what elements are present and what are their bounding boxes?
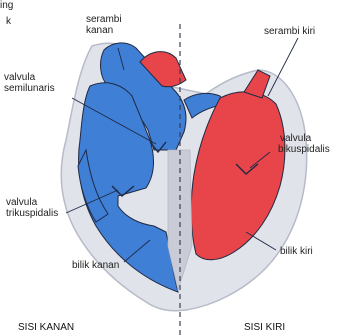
label-serambi-kiri: serambi kiri — [264, 26, 315, 37]
label-valvula-bikuspidalis-2: bikuspidalis — [278, 144, 330, 155]
label-serambi-kanan-2: kanan — [86, 25, 113, 36]
label-valvula-trikuspidalis-2: trikuspidalis — [6, 208, 58, 219]
label-valvula-semilunaris-1: valvula — [4, 72, 36, 83]
label-valvula-trikuspidalis-1: valvula — [6, 197, 38, 208]
side-label-left: SISI KIRI — [244, 322, 285, 333]
label-bilik-kiri: bilik kiri — [280, 246, 313, 257]
side-label-right: SISI KANAN — [18, 322, 74, 333]
label-valvula-bikuspidalis-1: valvula — [280, 133, 312, 144]
corner-text-2: k — [6, 16, 12, 27]
label-serambi-kanan-1: serambi — [86, 14, 122, 25]
label-valvula-semilunaris-2: semilunaris — [4, 83, 55, 94]
corner-text-1: ing — [0, 0, 13, 11]
label-bilik-kanan: bilik kanan — [72, 260, 119, 271]
